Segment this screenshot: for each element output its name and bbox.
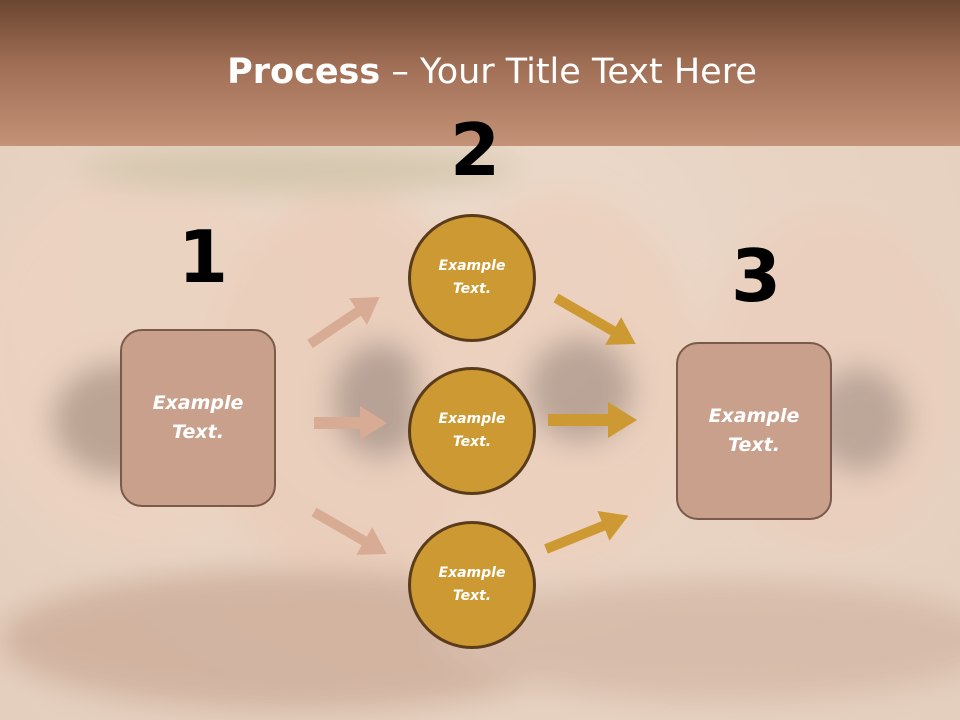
- arrow-right-middle: [548, 402, 637, 438]
- slide-title: Process – Your Title Text Here: [0, 52, 960, 92]
- circle-middle-line1: Example: [438, 411, 506, 427]
- circle-middle-line2: Text.: [452, 434, 492, 450]
- arrow-right-down: [553, 293, 636, 345]
- start-box-line2: Text.: [172, 421, 224, 443]
- title-bold: Process: [227, 52, 381, 92]
- title-rest: – Your Title Text Here: [380, 52, 757, 92]
- circle-bottom-line1: Example: [438, 565, 506, 581]
- arrow-left-middle: [314, 406, 387, 440]
- end-box-line2: Text.: [728, 434, 780, 456]
- arrow-right-up: [544, 510, 629, 554]
- arrow-left-down: [311, 507, 387, 555]
- step-number-2: 2: [450, 108, 501, 192]
- end-box-line1: Example: [708, 405, 800, 427]
- start-box-line1: Example: [152, 392, 244, 414]
- circle-top-line2: Text.: [452, 281, 492, 297]
- step-number-1: 1: [178, 215, 229, 299]
- title-bar: [0, 0, 960, 146]
- circle-bottom-line2: Text.: [452, 588, 492, 604]
- circle-top-line1: Example: [438, 258, 506, 274]
- step-number-3: 3: [731, 234, 782, 318]
- arrow-left-up: [307, 297, 380, 349]
